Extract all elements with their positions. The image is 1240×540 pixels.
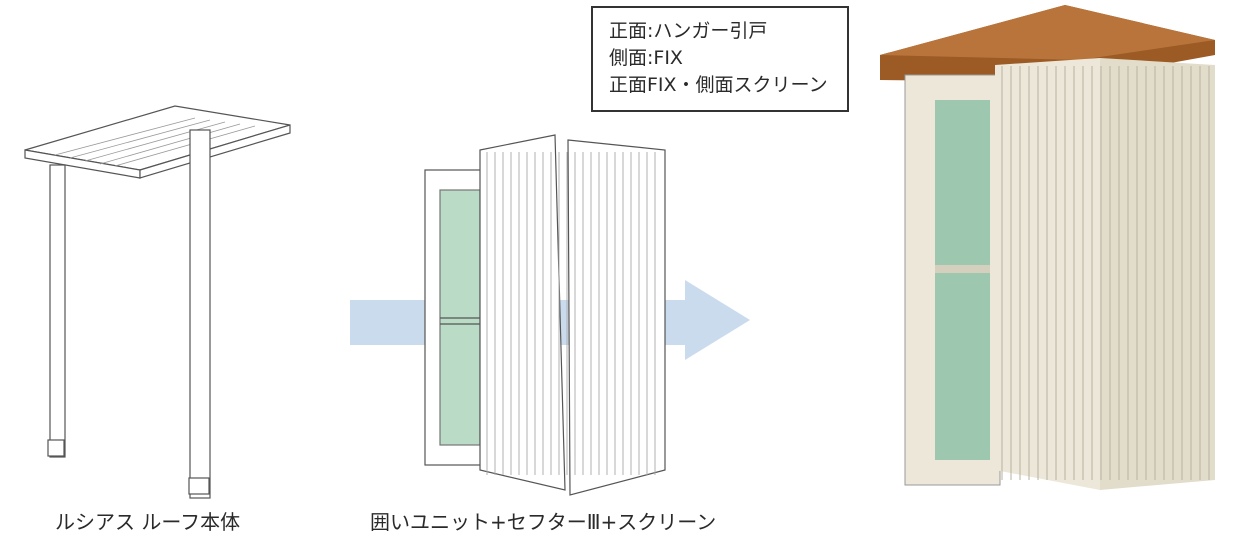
enclosure-unit-illustration xyxy=(424,134,666,496)
enclosure-unit-caption: 囲いユニット+セフターⅢ+スクリーン xyxy=(370,510,717,534)
roof-body-caption: ルシアス ルーフ本体 xyxy=(55,510,241,534)
spec-line: 側面:FIX xyxy=(609,47,683,69)
roof-body-illustration xyxy=(24,105,291,499)
spec-line: 正面FIX・側面スクリーン xyxy=(609,74,828,96)
spec-line: 正面:ハンガー引戸 xyxy=(609,20,768,42)
finished-booth-illustration xyxy=(880,5,1215,490)
spec-note-box: 正面:ハンガー引戸 側面:FIX 正面FIX・側面スクリーン xyxy=(591,6,849,112)
